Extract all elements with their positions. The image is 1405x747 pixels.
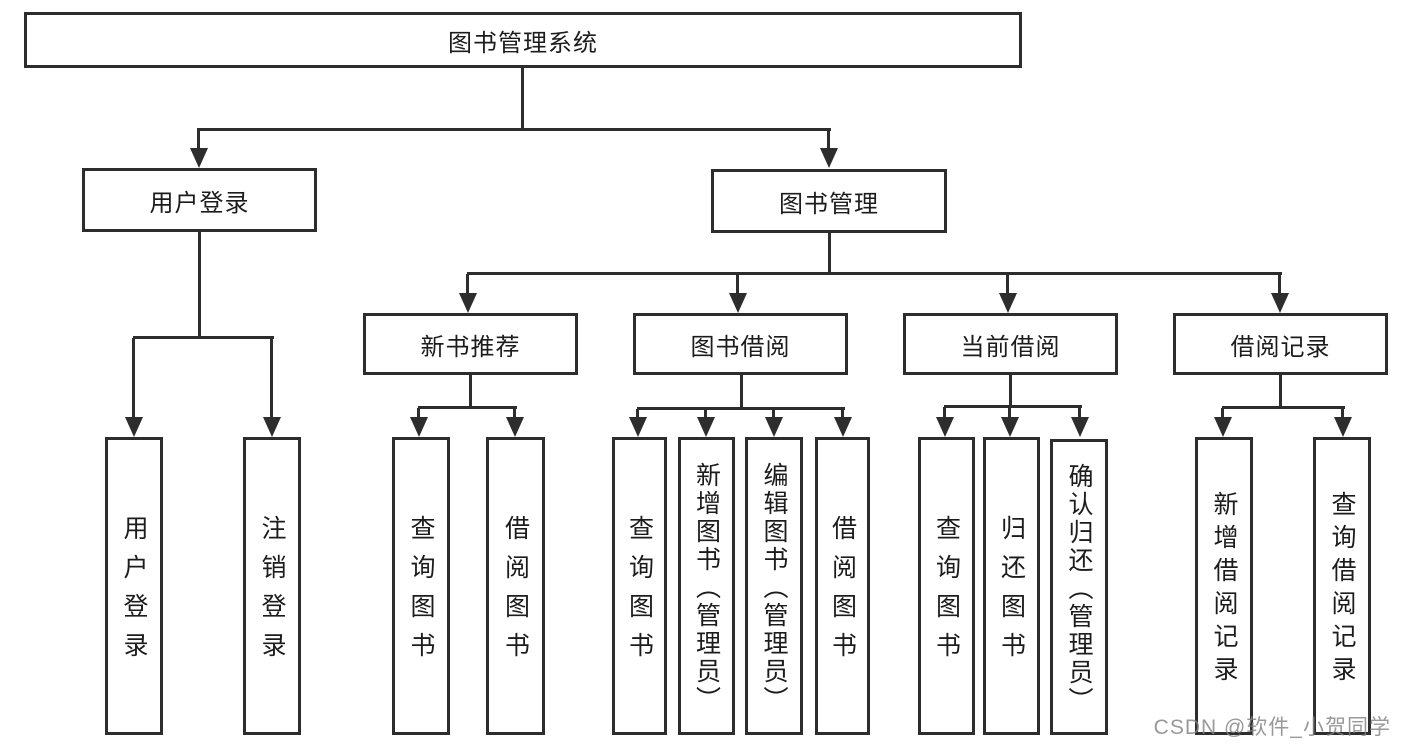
- arrow-down-icon: [629, 409, 647, 437]
- connector-line: [198, 128, 831, 131]
- leaf-borrow-books-recommend: 借阅图书: [486, 437, 545, 735]
- node-current-borrowing-label: 当前借阅: [960, 333, 1061, 361]
- node-user-login: 用户登录: [82, 168, 317, 232]
- arrow-down-icon: [459, 274, 477, 313]
- node-new-book-recommend-label: 新书推荐: [420, 333, 521, 361]
- leaf-query-borrow-record: 查询借阅记录: [1313, 437, 1371, 735]
- leaf-return-books: 归还图书: [983, 437, 1040, 735]
- arrow-down-icon: [506, 408, 524, 437]
- arrow-down-icon: [1071, 407, 1089, 437]
- leaf-edit-books-admin: 编辑图书（管理员）: [745, 437, 803, 735]
- arrow-down-icon: [125, 338, 143, 437]
- leaf-confirm-return-admin: 确认归还（管理员）: [1050, 439, 1108, 735]
- leaf-borrow-books-recommend-label: 借阅图书: [501, 515, 530, 671]
- connector-line: [198, 232, 201, 336]
- node-root-label: 图书管理系统: [448, 29, 598, 57]
- leaf-query-borrow-record-label: 查询借阅记录: [1328, 491, 1356, 689]
- connector-line: [467, 272, 1282, 275]
- arrow-down-icon: [834, 409, 852, 437]
- connector-line: [1222, 406, 1345, 409]
- leaf-logout-label: 注销登录: [258, 515, 286, 671]
- leaf-add-books-admin: 新增图书（管理员）: [678, 437, 735, 735]
- arrow-down-icon: [263, 338, 281, 437]
- leaf-query-books-recommend: 查询图书: [392, 437, 450, 735]
- arrow-down-icon: [765, 409, 783, 437]
- leaf-add-borrow-record-label: 新增借阅记录: [1210, 491, 1238, 689]
- arrow-down-icon: [1214, 408, 1232, 437]
- leaf-add-books-admin-label: 新增图书（管理员）: [692, 461, 721, 714]
- connector-line: [637, 407, 845, 410]
- arrow-down-icon: [410, 408, 428, 437]
- connector-line: [944, 405, 1082, 408]
- leaf-return-books-label: 归还图书: [997, 515, 1026, 671]
- leaf-user-login: 用户登录: [105, 437, 163, 735]
- node-user-login-label: 用户登录: [149, 189, 250, 217]
- node-new-book-recommend: 新书推荐: [363, 313, 578, 375]
- leaf-query-books-recommend-label: 查询图书: [407, 515, 435, 671]
- connector-line: [418, 406, 517, 409]
- arrow-down-icon: [999, 274, 1017, 313]
- arrow-down-icon: [190, 128, 208, 168]
- leaf-user-login-label: 用户登录: [120, 515, 148, 671]
- arrow-down-icon: [936, 407, 954, 437]
- leaf-borrow-books-borrowing: 借阅图书: [815, 437, 870, 735]
- node-current-borrowing: 当前借阅: [903, 313, 1118, 375]
- node-borrowing-records: 借阅记录: [1173, 313, 1388, 375]
- arrow-down-icon: [697, 409, 715, 437]
- connector-line: [828, 233, 831, 272]
- leaf-borrow-books-borrowing-label: 借阅图书: [828, 515, 857, 671]
- leaf-query-books-borrowing: 查询图书: [612, 437, 667, 735]
- connector-line: [469, 375, 472, 406]
- leaf-query-books-current: 查询图书: [918, 437, 975, 735]
- arrow-down-icon: [1334, 408, 1352, 437]
- leaf-logout: 注销登录: [243, 437, 301, 735]
- leaf-confirm-return-admin-label: 确认归还（管理员）: [1065, 462, 1093, 715]
- arrow-down-icon: [1271, 274, 1289, 313]
- node-borrowing-records-label: 借阅记录: [1230, 333, 1331, 361]
- node-book-borrowing: 图书借阅: [633, 313, 848, 375]
- connector-line: [1279, 375, 1282, 406]
- node-book-management: 图书管理: [711, 169, 947, 233]
- node-book-borrowing-label: 图书借阅: [690, 333, 791, 361]
- leaf-edit-books-admin-label: 编辑图书（管理员）: [760, 461, 788, 714]
- connector-line: [521, 68, 524, 128]
- connector-line: [1009, 375, 1012, 405]
- csdn-watermark: CSDN @软件_小贺同学: [1153, 716, 1391, 739]
- leaf-query-books-borrowing-label: 查询图书: [625, 515, 654, 671]
- leaf-query-books-current-label: 查询图书: [932, 515, 961, 671]
- connector-line: [133, 336, 274, 339]
- connector-line: [740, 375, 743, 407]
- node-book-management-label: 图书管理: [779, 190, 879, 218]
- arrow-down-icon: [1001, 407, 1019, 437]
- node-root: 图书管理系统: [24, 12, 1022, 68]
- arrow-down-icon: [820, 128, 838, 168]
- leaf-add-borrow-record: 新增借阅记录: [1195, 437, 1253, 735]
- arrow-down-icon: [729, 274, 747, 313]
